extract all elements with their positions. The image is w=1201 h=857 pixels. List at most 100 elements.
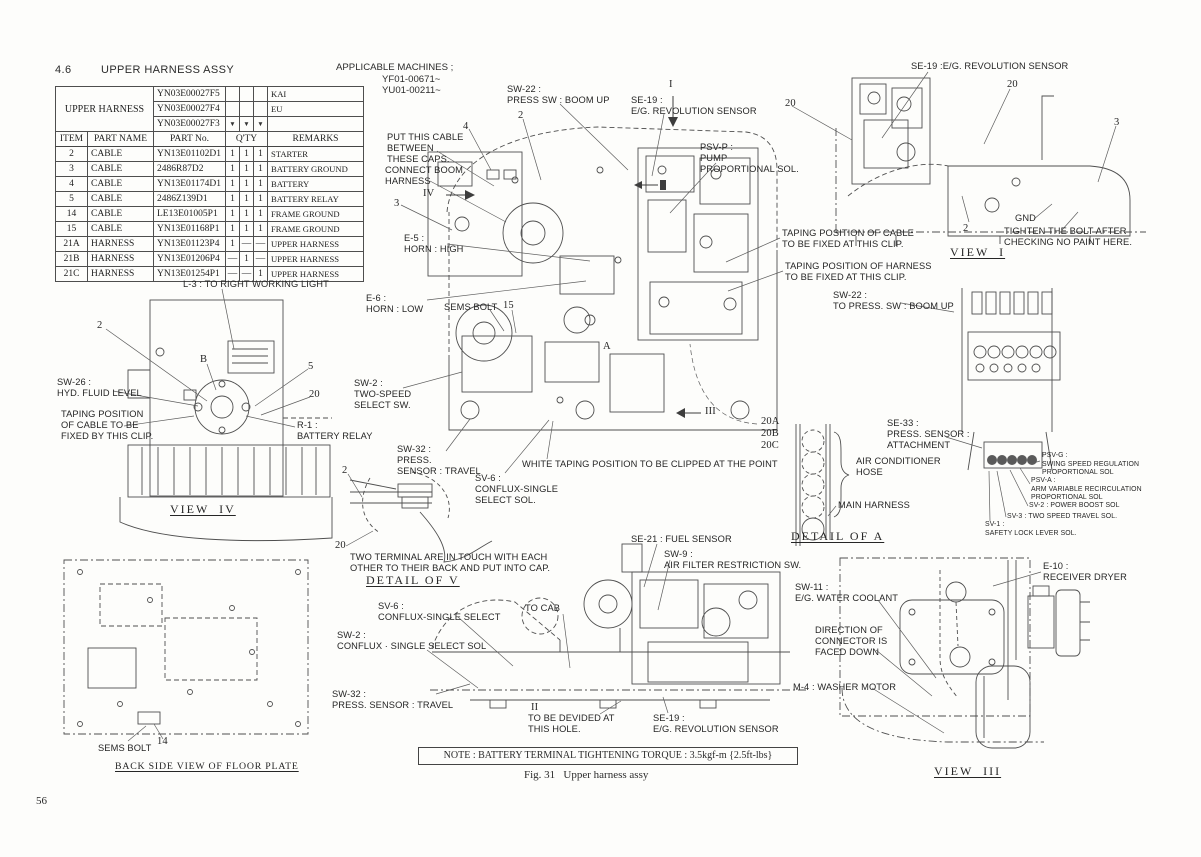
callout-sems-bolt-bottom: SEMS BOLT xyxy=(98,743,152,753)
section-header: 4.6 UPPER HARNESS ASSY xyxy=(55,64,234,76)
callout-se-21: SE-21 : FUEL SENSOR xyxy=(631,534,732,544)
callout-l-3: L-3 : TO RIGHT WORKING LIGHT xyxy=(183,279,329,289)
callout-mark-view-ii: II xyxy=(531,702,539,713)
callout-view-i-caption: VIEW I xyxy=(950,245,1006,259)
callout-e-6: E-6 : HORN : LOW xyxy=(366,293,424,314)
remarks-cell: UPPER HARNESS xyxy=(267,266,364,282)
callout-num-2-view1: 2 xyxy=(963,223,969,234)
parts-table-header-row: ITEM PART NAME PART No. Q'TY REMARKS xyxy=(55,131,364,147)
callout-sv6-top: SV-6 : CONFLUX-SINGLE SELECT SOL. xyxy=(475,473,559,505)
callout-psv-g: PSV-G : SWING SPEED REGULATION PROPORTIO… xyxy=(1042,452,1140,477)
callout-sw-26: SW-26 : HYD. FLUID LEVEL xyxy=(57,377,142,398)
assy-name-cell: UPPER HARNESS xyxy=(55,86,154,132)
callout-num-2-top: 2 xyxy=(518,110,524,121)
callout-letter-a: A xyxy=(603,341,611,352)
callout-taping-left: TAPING POSITION OF CABLE TO BE FIXED BY … xyxy=(61,409,154,441)
note-box: NOTE : BATTERY TERMINAL TIGHTENING TORQU… xyxy=(418,747,798,765)
callout-se19-view1: SE-19 :E/G. REVOLUTION SENSOR xyxy=(911,61,1069,71)
section-title: UPPER HARNESS ASSY xyxy=(100,64,235,76)
note-text: NOTE : BATTERY TERMINAL TIGHTENING TORQU… xyxy=(443,750,773,761)
callout-sw2-top: SW-2 : TWO-SPEED SELECT SW. xyxy=(354,378,412,410)
callout-sw32-bottom: SW-32 : PRESS. SENSOR : TRAVEL xyxy=(332,689,454,710)
callout-num-20abc: 20A 20B 20C xyxy=(761,416,780,451)
callout-tighten-bolt: TIGHTEN THE BOLT AFTER CHECKING NO PAINT… xyxy=(1004,226,1132,247)
callout-e-5: E-5 : HORN : HIGH xyxy=(404,233,464,254)
callout-to-cab: TO CAB xyxy=(525,603,561,613)
callout-connect-boom-harness: CONNECT BOOM HARNESS xyxy=(385,165,463,186)
callout-se19-top: SE-19 : E/G. REVOLUTION SENSOR xyxy=(631,95,757,116)
remarks-cell: STARTER xyxy=(267,146,364,162)
callout-sw-9: SW-9 : AIR FILTER RESTRICTION SW. xyxy=(664,549,802,570)
callout-num-5-left: 5 xyxy=(308,361,314,372)
callout-mark-view-iv: IV xyxy=(423,188,435,199)
applicable-machines-title: APPLICABLE MACHINES ; xyxy=(336,62,454,73)
callout-num-14: 14 xyxy=(157,736,168,747)
callout-num-3-view1: 3 xyxy=(1114,117,1120,128)
callout-num-3-top: 3 xyxy=(394,198,400,209)
callout-sv-3: SV-3 : TWO SPEED TRAVEL SOL. xyxy=(1007,513,1118,520)
serial-range: YU01-00211~ xyxy=(382,85,441,96)
qty-cell: — xyxy=(239,266,254,282)
callout-white-taping: WHITE TAPING POSITION TO BE CLIPPED AT T… xyxy=(522,459,778,469)
assy-row: YN03E00027F3▼▼▼ xyxy=(56,116,364,132)
callout-two-terminal: TWO TERMINAL ARE IN TOUCH WITH EACH OTHE… xyxy=(350,552,551,573)
callout-back-side-caption: BACK SIDE VIEW OF FLOOR PLATE xyxy=(115,761,299,772)
callout-air-conditioner-hose: AIR CONDITIONER HOSE xyxy=(856,456,941,477)
callout-sw-11: SW-11 : E/G. WATER COOLANT xyxy=(795,582,899,603)
page-number: 56 xyxy=(36,795,47,807)
applicable-machines: APPLICABLE MACHINES ; YF01-00671~ YU01-0… xyxy=(336,62,453,97)
callout-psv-p: PSV-P : PUMP PROPORTIONAL SOL. xyxy=(700,142,799,174)
callout-m-4: M-4 : WASHER MOTOR xyxy=(793,682,897,692)
callout-se-33: SE-33 : PRESS. SENSOR : ATTACHMENT xyxy=(887,418,970,450)
callout-sems-bolt-top: SEMS BOLT xyxy=(444,302,498,312)
callout-gnd: GND xyxy=(1015,213,1036,223)
callout-letter-b: B xyxy=(200,354,208,365)
callout-num-15: 15 xyxy=(503,300,514,311)
callout-num-20-view1b: 20 xyxy=(1007,79,1018,90)
callout-num-20-left: 20 xyxy=(309,389,320,400)
callout-to-be-devided: TO BE DEVIDED AT THIS HOLE. xyxy=(528,713,615,734)
callout-psv-a: PSV-A : ARM VARIABLE RECIRCULATION PROPO… xyxy=(1031,477,1142,502)
callout-num-2-detailv: 2 xyxy=(342,465,348,476)
callout-view-iv-caption: VIEW IV xyxy=(170,502,236,516)
callout-detail-a-caption: DETAIL OF A xyxy=(791,529,885,543)
callout-num-4-top: 4 xyxy=(463,121,469,132)
callout-sv-2: SV-2 : POWER BOOST SOL xyxy=(1029,502,1120,509)
callout-sw22-top: SW-22 : PRESS SW : BOOM UP xyxy=(507,84,610,105)
callout-se19-bottom: SE-19 : E/G. REVOLUTION SENSOR xyxy=(653,713,779,734)
callout-detail-v-caption: DETAIL OF V xyxy=(366,573,460,587)
part-no-cell: YN13E01254P1 xyxy=(153,266,226,282)
callout-view-iii-caption: VIEW III xyxy=(934,764,1002,778)
callout-sw2-bottom: SW-2 : CONFLUX · SINGLE SELECT SOL xyxy=(337,630,487,651)
callout-num-2-left: 2 xyxy=(97,320,103,331)
callout-sw22-right: SW-22 : TO PRESS. SW : BOOM UP xyxy=(833,290,954,311)
callout-mark-view-iii: III xyxy=(705,406,716,417)
callout-taping-harness: TAPING POSITION OF HARNESS TO BE FIXED A… xyxy=(785,261,932,282)
callout-main-harness: MAIN HARNESS xyxy=(838,500,910,510)
callout-taping-cable: TAPING POSITION OF CABLE TO BE FIXED AT … xyxy=(782,228,914,249)
callout-num-20-view1a: 20 xyxy=(785,98,796,109)
callout-sv-1: SV-1 : SAFETY LOCK LEVER SOL. xyxy=(985,521,1077,537)
callout-r-1: R-1 : BATTERY RELAY xyxy=(297,420,373,441)
callout-mark-view-i: I xyxy=(669,79,673,90)
figure-caption: Fig. 31 Upper harness assy xyxy=(524,769,649,781)
callout-sv6-bottom: SV-6 : CONFLUX-SINGLE SELECT xyxy=(378,601,501,622)
callout-num-20-detailv: 20 xyxy=(335,540,346,551)
callout-sw32-top: SW-32 : PRESS. SENSOR : TRAVEL xyxy=(397,444,481,476)
callout-direction-connector: DIRECTION OF CONNECTOR IS FACED DOWN xyxy=(815,625,888,657)
callout-put-this-cable: PUT THIS CABLE BETWEEN THESE CAPS. xyxy=(387,132,464,164)
callout-e-10: E-10 : RECEIVER DRYER xyxy=(1043,561,1127,582)
serial-range: YF01-00671~ xyxy=(382,73,441,85)
